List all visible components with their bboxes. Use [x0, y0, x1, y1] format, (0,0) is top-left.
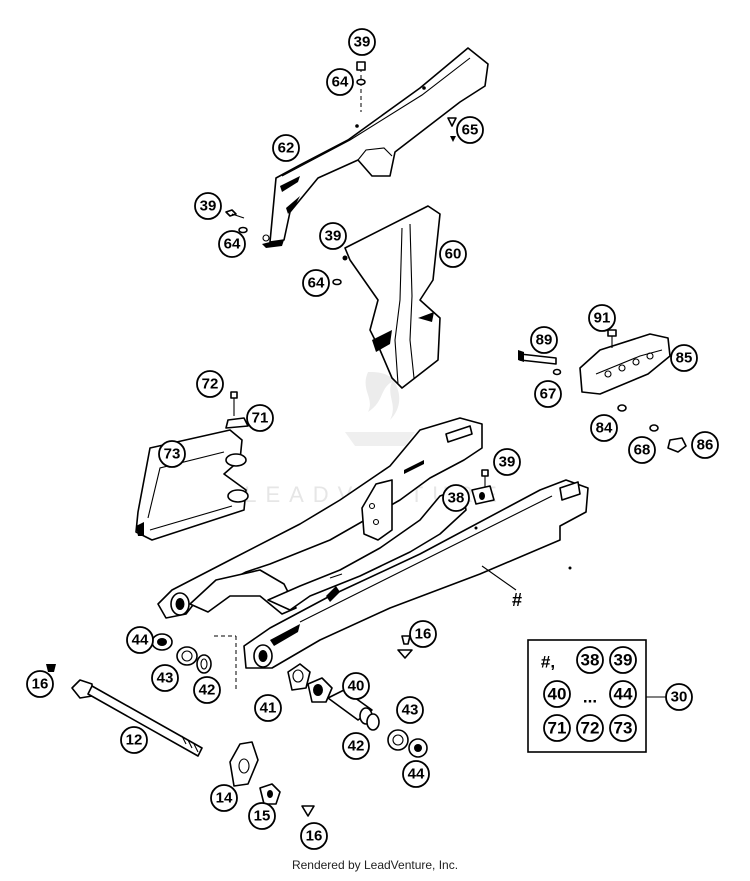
callout-64: 64: [332, 74, 349, 91]
legend-hash: #,: [541, 653, 555, 672]
callout-60: 60: [445, 246, 462, 263]
legend-item: 71: [548, 719, 567, 738]
callout-39: 39: [200, 198, 217, 215]
callout-91: 91: [594, 310, 611, 327]
callout-42: 42: [199, 682, 216, 699]
callout-64: 64: [224, 236, 241, 253]
callout-84: 84: [596, 420, 613, 437]
swingarm: [157, 417, 589, 669]
callout-43: 43: [402, 702, 419, 719]
mount-38-39: [471, 469, 495, 505]
callout-40: 40: [348, 678, 365, 695]
pivot-parts-right: [287, 635, 428, 758]
chain-guard-upper: [262, 47, 489, 248]
callout-12: 12: [126, 732, 143, 749]
callout-39: 39: [354, 34, 371, 51]
callout-44: 44: [132, 632, 149, 649]
callout-39: 39: [499, 454, 516, 471]
callout-15: 15: [254, 808, 271, 825]
callout-39: 39: [325, 228, 342, 245]
callout-62: 62: [278, 140, 295, 157]
callout-43: 43: [157, 670, 174, 687]
chain-guide-60: [332, 205, 441, 389]
legend-item: 73: [614, 719, 633, 738]
chain-slider-85: [518, 329, 687, 453]
callout-85: 85: [676, 350, 693, 367]
callout-14: 14: [216, 790, 233, 807]
callouts: 39 64 65 62 39 64 39 60 64 89 91 85 67 7…: [26, 28, 719, 850]
legend-item: 72: [581, 719, 600, 738]
pivot-shaft-12: [71, 679, 203, 757]
callout-64: 64: [308, 275, 325, 292]
callout-68: 68: [634, 442, 651, 459]
callout-89: 89: [536, 332, 553, 349]
legend-ellipsis: ...: [583, 688, 597, 707]
callout-44: 44: [408, 766, 425, 783]
footer-credit: Rendered by LeadVenture, Inc.: [291, 858, 459, 872]
legend-item: 40: [548, 685, 567, 704]
callout-72: 72: [202, 376, 219, 393]
callout-42: 42: [348, 738, 365, 755]
bolts-chain-guard-top: [225, 61, 457, 234]
legend-item: 44: [614, 685, 633, 704]
pivot-parts-left: [46, 633, 237, 690]
bottom-parts-14-15: [229, 741, 315, 817]
callout-16: 16: [32, 676, 49, 693]
swingarm-label: #: [512, 590, 522, 610]
chain-slider-73: [135, 391, 249, 541]
legend-item: 38: [581, 651, 600, 670]
callout-67: 67: [540, 386, 557, 403]
callout-16: 16: [415, 626, 432, 643]
callout-41: 41: [260, 700, 277, 717]
kit-legend: #, 38 39 40 ... 44 71 72 73: [527, 639, 666, 753]
callout-73: 73: [164, 446, 181, 463]
callout-71: 71: [252, 410, 269, 427]
callout-38: 38: [448, 490, 465, 507]
callout-16: 16: [306, 828, 323, 845]
callout-86: 86: [697, 437, 714, 454]
callout-30: 30: [671, 689, 688, 706]
callout-65: 65: [462, 122, 479, 139]
legend-item: 39: [614, 651, 633, 670]
